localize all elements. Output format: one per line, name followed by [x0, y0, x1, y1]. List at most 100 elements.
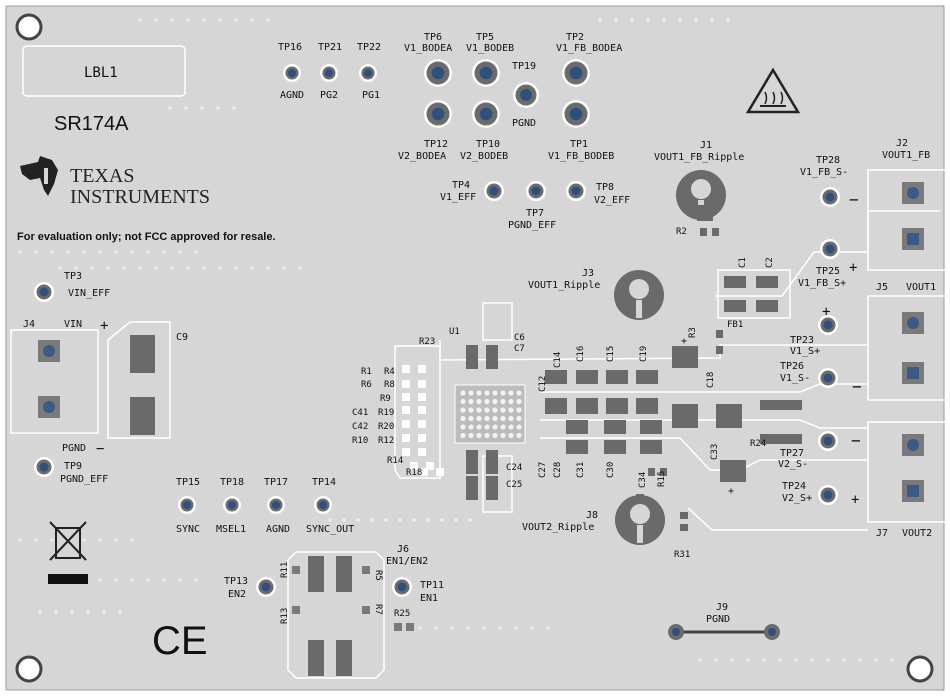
- r25-label: R25: [394, 609, 410, 619]
- mounting-hole-tl: [15, 13, 43, 41]
- test-point-signal: V2_S-: [778, 459, 808, 470]
- test-point-signal: V2_BODEB: [460, 151, 508, 162]
- test-point-name: TP5: [476, 32, 494, 43]
- component-label-r3: R3: [688, 327, 698, 338]
- component-label-r31: R31: [674, 550, 690, 560]
- test-point-signal: V1_S-: [780, 373, 810, 384]
- test-point-signal: V1_BODEA: [404, 43, 452, 54]
- test-point-signal: V1_FB_BODEA: [556, 43, 622, 54]
- j6-name: J6: [397, 544, 409, 555]
- j3-signal: VOUT1_Ripple: [528, 280, 600, 291]
- test-point-name: TP2: [566, 32, 584, 43]
- j7-signal: VOUT2: [902, 528, 932, 539]
- test-point-signal: V1_FB_S+: [798, 278, 846, 289]
- j5-plus: +: [822, 304, 830, 320]
- j4-plus: +: [100, 318, 108, 334]
- resistor-pads-left: [402, 365, 444, 476]
- ic-u1: [454, 384, 526, 444]
- j5-minus: −: [852, 377, 862, 396]
- j1-signal: VOUT1_FB_Ripple: [654, 152, 744, 163]
- j7-name: J7: [876, 528, 888, 539]
- capacitor-c9: [107, 321, 171, 439]
- test-point-name: TP1: [570, 139, 588, 150]
- component-label-r20: R20: [378, 422, 394, 432]
- component-label-r14: R14: [387, 456, 403, 466]
- test-point-signal: PGND_EFF: [60, 474, 108, 485]
- test-point-name: TP22: [357, 42, 381, 53]
- j2-name: J2: [896, 138, 908, 149]
- test-point-signal: PG1: [362, 90, 380, 101]
- j4-name: J4: [23, 319, 35, 330]
- test-point-signal: PG2: [320, 90, 338, 101]
- test-point-signal: V1_FB_S-: [800, 167, 848, 178]
- label-box: [22, 45, 186, 97]
- j4-minus: −: [96, 441, 104, 457]
- stitching-vias: [18, 18, 894, 662]
- component-label-c14: C14: [553, 352, 563, 368]
- component-label-c30: C30: [606, 462, 616, 478]
- c18-plus: +: [681, 336, 687, 347]
- test-point-name: TP8: [596, 182, 614, 193]
- test-point-name: TP14: [312, 477, 336, 488]
- component-label-c27: C27: [538, 462, 548, 478]
- test-point-signal: AGND: [266, 524, 290, 535]
- c33-plus: +: [728, 486, 734, 497]
- component-label-c25: C25: [506, 480, 522, 490]
- part-number: SR174A: [54, 113, 129, 135]
- mounting-hole-bl: [15, 655, 43, 683]
- test-point-signal: PGND: [512, 118, 536, 129]
- test-point-signal: V2_BODEA: [398, 151, 446, 162]
- test-point-signal: EN2: [228, 589, 246, 600]
- component-label-r2: R2: [676, 227, 687, 237]
- component-label-c18: C18: [706, 372, 716, 388]
- j9-signal: PGND: [706, 614, 730, 625]
- component-label-c19: C19: [639, 346, 649, 362]
- connector-j7: [867, 421, 950, 523]
- j1-name: J1: [700, 140, 712, 151]
- component-label-fb1: FB1: [727, 320, 743, 330]
- test-point-signal: AGND: [280, 90, 304, 101]
- component-label-r6: R6: [361, 380, 372, 390]
- test-point-name: TP6: [424, 32, 442, 43]
- component-label-c41: C41: [352, 408, 368, 418]
- test-point-name: TP23: [790, 335, 814, 346]
- mounting-hole-br: [906, 655, 934, 683]
- ripple-connector-j3: [614, 270, 664, 320]
- component-label-r23: R23: [419, 337, 435, 347]
- test-point-signal: V2_EFF: [594, 195, 630, 206]
- smd-pads: [466, 205, 802, 531]
- j8-signal: VOUT2_Ripple: [522, 522, 594, 533]
- component-label-r10: R10: [352, 436, 368, 446]
- component-label-c42: C42: [352, 422, 368, 432]
- label-box-text: LBL1: [84, 65, 118, 81]
- component-label-c1: C1: [738, 257, 748, 268]
- test-point-signal: V2_S+: [782, 493, 812, 504]
- test-point-name: TP27: [780, 448, 804, 459]
- component-label-c16: C16: [576, 346, 586, 362]
- test-point-signal: SYNC: [176, 524, 200, 535]
- fb-plus: +: [849, 260, 857, 276]
- j2-signal: VOUT1_FB: [882, 150, 930, 161]
- ti-logo-icon: [20, 156, 58, 196]
- c9-label: C9: [176, 332, 188, 343]
- test-point-name: TP18: [220, 477, 244, 488]
- hot-surface-warning-icon: [745, 67, 801, 114]
- test-point-name: TP28: [816, 155, 840, 166]
- test-point-name: TP16: [278, 42, 302, 53]
